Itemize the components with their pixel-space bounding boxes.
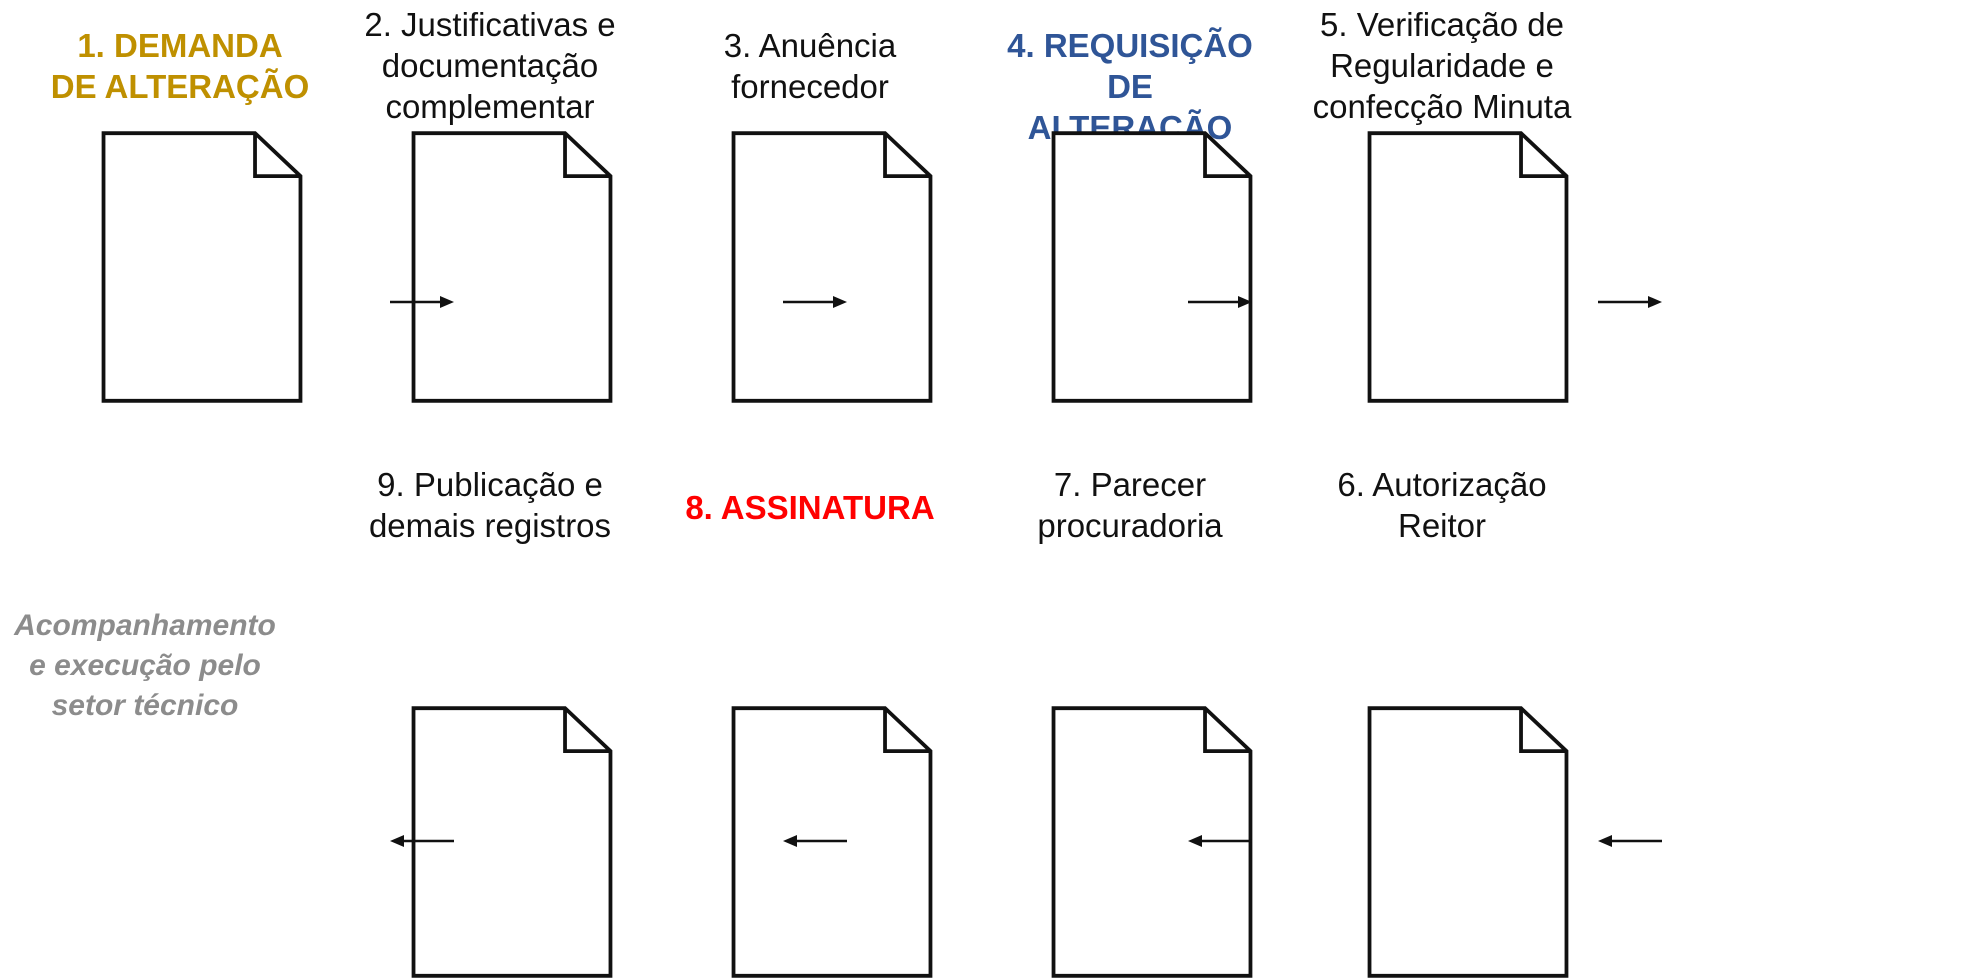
step-7-label: 7. Parecer procuradoria <box>1037 466 1223 544</box>
final-note: Acompanhamento e execução pelo setor téc… <box>14 609 276 722</box>
step-8-label: 8. ASSINATURA <box>685 489 935 526</box>
arrow-right-icon <box>390 293 454 311</box>
arrow-right-icon <box>1188 293 1252 311</box>
step-2-document-icon <box>411 129 613 405</box>
arrow-right-icon <box>1598 293 1662 311</box>
step-5-document-icon <box>1367 129 1569 405</box>
step-1-document-icon <box>101 129 303 405</box>
arrow-left-icon <box>390 832 454 850</box>
step-9-document-icon <box>411 704 613 980</box>
step-7-document-icon <box>1051 704 1253 980</box>
step-3-label: 3. Anuência fornecedor <box>723 27 897 105</box>
step-5-label: 5. Verificação de Regularidade e confecç… <box>1312 6 1572 125</box>
step-6-document-icon <box>1367 704 1569 980</box>
arrow-left-icon <box>1598 832 1662 850</box>
step-2-label: 2. Justificativas e documentação complem… <box>364 6 616 125</box>
step-9-label: 9. Publicação e demais registros <box>368 466 612 544</box>
arrow-left-icon <box>783 832 847 850</box>
arrow-right-icon <box>783 293 847 311</box>
step-3-document-icon <box>731 129 933 405</box>
step-4-document-icon <box>1051 129 1253 405</box>
step-1-label: 1. DEMANDA DE ALTERAÇÃO <box>50 27 310 105</box>
step-6-label: 6. Autorização Reitor <box>1337 466 1547 544</box>
arrow-left-icon <box>1188 832 1252 850</box>
